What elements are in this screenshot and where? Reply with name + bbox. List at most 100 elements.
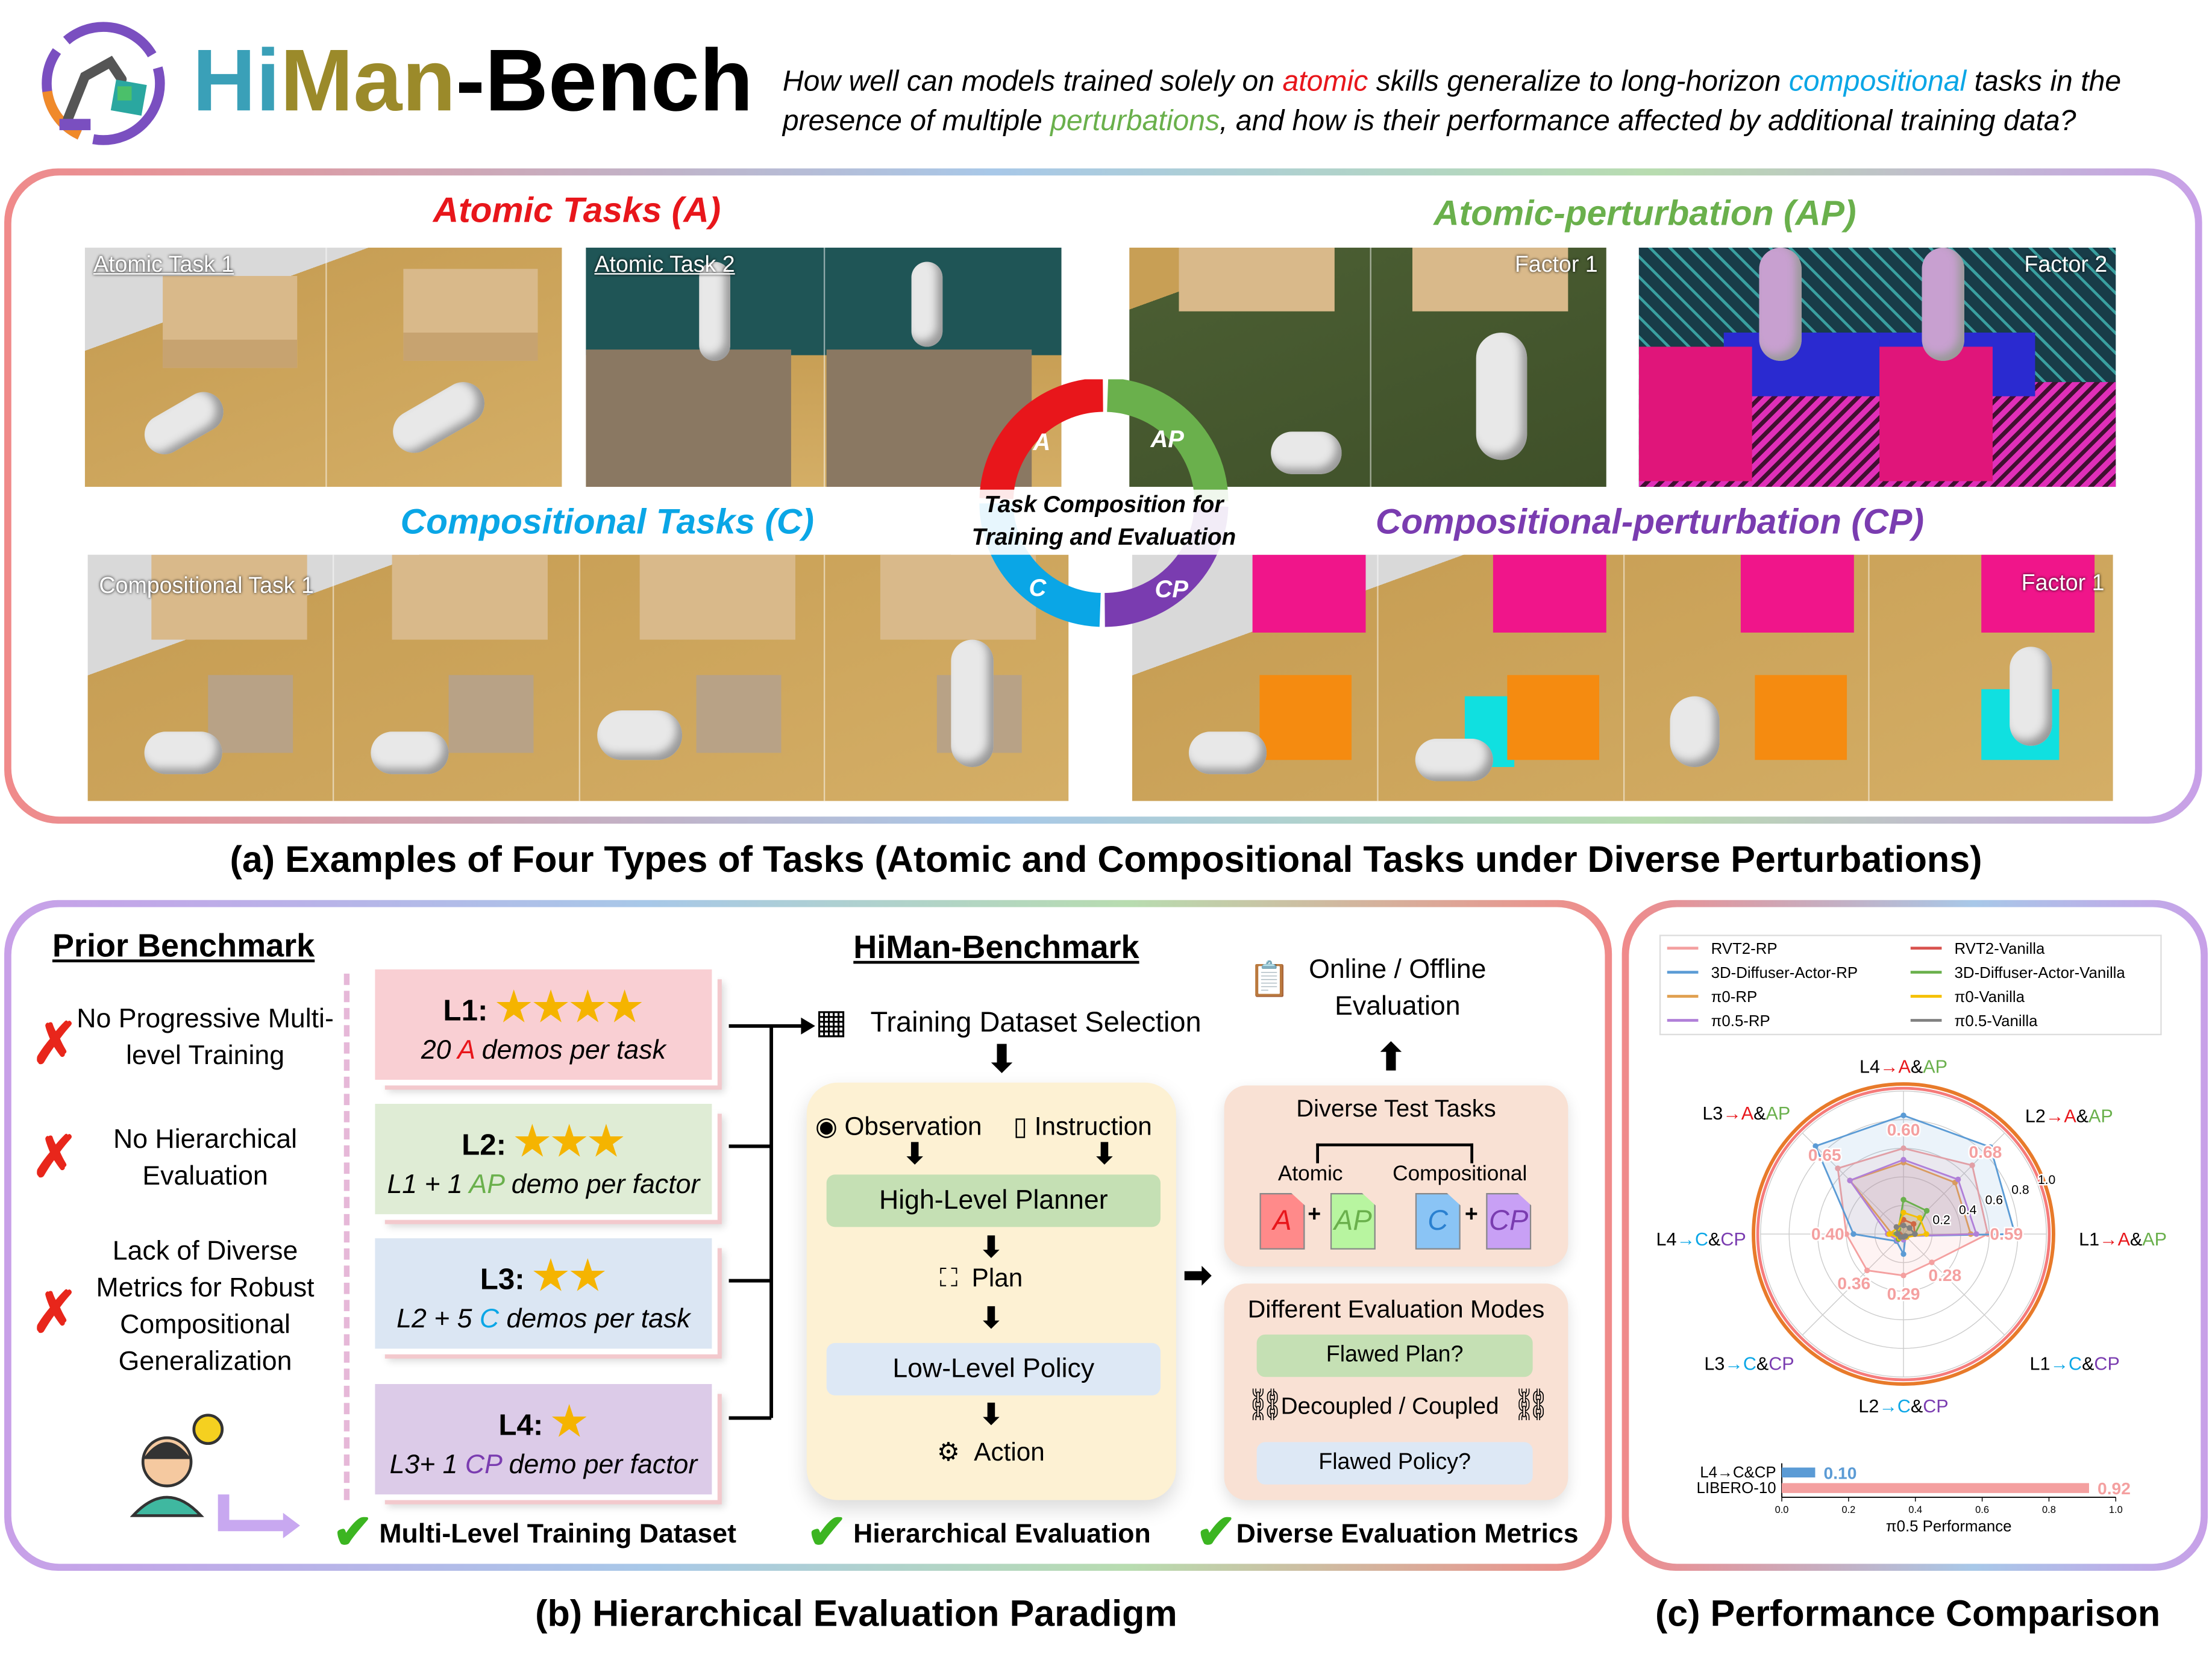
q-text: , and how is their performance affected … — [1220, 104, 2076, 137]
check-metrics: ✔Diverse Evaluation Metrics — [1196, 1505, 1579, 1561]
bracket-connector — [728, 1017, 815, 1420]
value-label: 0.68 — [1969, 1142, 2002, 1162]
prior-limitation: No Progressive Multi-level Training — [77, 1004, 334, 1071]
axis-label: L3→C&CP — [1704, 1354, 1794, 1374]
checklist-icon: 📋 — [1248, 960, 1291, 1000]
observation-label: Observation — [844, 1112, 982, 1141]
data-point — [1973, 1231, 1979, 1237]
axis-label-part: L3 — [1704, 1354, 1725, 1374]
arrow-down-icon: ⬇ — [1092, 1139, 1117, 1171]
axis-label-part: → — [1723, 1103, 1741, 1124]
compositional-label: Compositional — [1393, 1162, 1527, 1186]
axis-label-part: AP — [2142, 1229, 2167, 1250]
axis-label-part: → — [2046, 1106, 2064, 1127]
value-label: 0.40 — [1811, 1224, 1844, 1243]
axis-label: L1→C&CP — [2030, 1354, 2120, 1374]
checkmark-icon: ✔ — [806, 1506, 847, 1560]
low-level-policy: Low-Level Policy — [826, 1342, 1161, 1395]
grid-spoke — [1802, 1233, 1904, 1336]
x-tick-label: 0.0 — [1775, 1505, 1789, 1515]
data-point — [1850, 1231, 1856, 1237]
x-axis-title: π0.5 Performance — [1886, 1518, 2012, 1535]
axis-label-part: & — [1708, 1229, 1720, 1250]
q-text: How well can models trained solely on — [782, 65, 1283, 98]
data-point — [1894, 1231, 1901, 1237]
q-text: skills generalize to long-horizon — [1368, 65, 1789, 98]
level-label: L3: — [480, 1264, 525, 1297]
dataset-selection-icon: ▦ — [815, 1003, 848, 1042]
cp-factor-1-image: Factor 1 — [1132, 554, 2113, 801]
check-training: ✔ Multi-Level Training Dataset — [333, 1505, 736, 1561]
axis-label-part: L3 — [1702, 1103, 1723, 1124]
legend-label: 3D-Diffuser-Actor-Vanilla — [1955, 965, 2126, 982]
star-rating-icon: ★ — [551, 1399, 589, 1444]
checkmark-icon: ✔ — [332, 1506, 373, 1560]
axis-label-part: L2 — [1858, 1396, 1879, 1417]
donut-label-cp: CP — [1155, 576, 1189, 603]
axis-label-part: L1 — [2030, 1354, 2051, 1374]
axis-label-part: AP — [1766, 1103, 1791, 1124]
data-point — [1900, 1209, 1907, 1216]
axis-label-part: → — [1676, 1229, 1695, 1250]
demo-key: C — [479, 1304, 500, 1335]
demo-key: CP — [465, 1450, 502, 1480]
data-point — [1929, 1259, 1935, 1265]
check-hierarchical: ✔ Hierarchical Evaluation — [807, 1505, 1151, 1561]
x-mark-icon: ✗ — [31, 1013, 79, 1076]
image-label: Factor 1 — [1514, 253, 1598, 278]
star-rating-icon: ★★★★ — [496, 985, 644, 1029]
axis-label-part: → — [1725, 1354, 1743, 1374]
online-offline-evaluation: Online / Offline Evaluation — [1288, 953, 1507, 1026]
x-tick-label: 0.8 — [2042, 1505, 2056, 1515]
axis-label-part: A — [1741, 1103, 1754, 1124]
arrow-up-icon: ⬆ — [1375, 1036, 1407, 1079]
legend-label: π0-RP — [1711, 989, 1758, 1006]
arrow-down-icon: ⬇ — [979, 1232, 1003, 1264]
x-tick-label: 1.0 — [2109, 1505, 2123, 1515]
axis-label-part: L4 — [1860, 1056, 1880, 1077]
value-label: 0.29 — [1887, 1284, 1920, 1303]
divider — [343, 973, 350, 1500]
axis-label: L2→C&CP — [1858, 1396, 1948, 1417]
title-man: Man — [280, 33, 456, 131]
research-question: How well can models trained solely on at… — [783, 62, 2198, 142]
axis-label-part: & — [1911, 1056, 1923, 1077]
axis-label-part: L4 — [1656, 1229, 1676, 1250]
data-point — [1911, 1221, 1917, 1227]
axis-label-part: A — [2064, 1106, 2076, 1127]
caption-b: (b) Hierarchical Evaluation Paradigm — [535, 1592, 1177, 1635]
instruction: ▯ Instruction — [1014, 1112, 1152, 1142]
axis-label-part: & — [1756, 1354, 1769, 1374]
online-offline-line: Evaluation — [1335, 992, 1461, 1022]
flawed-policy: Flawed Policy? — [1256, 1442, 1533, 1485]
pipeline-box — [806, 1082, 1176, 1500]
atomic-tasks-title: Atomic Tasks (A) — [433, 191, 721, 231]
flawed-plan: Flawed Plan? — [1256, 1334, 1533, 1377]
checkmark-icon: ✔ — [1195, 1506, 1236, 1560]
demo-text: L3+ 1 — [389, 1450, 465, 1480]
axis-label-part: C — [1743, 1354, 1756, 1374]
decoupled-coupled: Decoupled / Coupled — [1280, 1394, 1499, 1420]
arrow-down-icon: ⬇ — [979, 1399, 1003, 1431]
plan: ⛶ Plan — [940, 1264, 1023, 1293]
plus-icon: + — [1464, 1203, 1478, 1227]
outer-ring — [1752, 1082, 2055, 1386]
r-tick-label: 0.6 — [1985, 1193, 2003, 1207]
axis-label-part: CP — [1769, 1354, 1794, 1374]
title-bench: -Bench — [456, 33, 753, 131]
arrow-down-icon: ⬇ — [979, 1303, 1003, 1335]
arrow-down-icon: ⬇ — [903, 1139, 927, 1171]
prior-limitation: Lack of Diverse Metrics for Robust Compo… — [96, 1236, 315, 1377]
r-tick-label: 0.2 — [1932, 1213, 1950, 1227]
image-label: Factor 1 — [2021, 571, 2105, 596]
observation: ◉ Observation — [815, 1112, 982, 1142]
doc-c-icon: C — [1415, 1192, 1461, 1250]
axis-label-part: CP — [2094, 1354, 2119, 1374]
demo-text: L2 + 5 — [396, 1304, 480, 1335]
bar-category-label: L4→C&CP — [1700, 1464, 1776, 1481]
legend-label: RVT2-Vanilla — [1955, 941, 2045, 957]
demo-text: demo per factor — [501, 1450, 698, 1480]
axis-label-part: → — [2051, 1354, 2069, 1374]
plan-label: Plan — [971, 1264, 1023, 1292]
arrow-right-icon: ➡ — [1183, 1256, 1212, 1295]
